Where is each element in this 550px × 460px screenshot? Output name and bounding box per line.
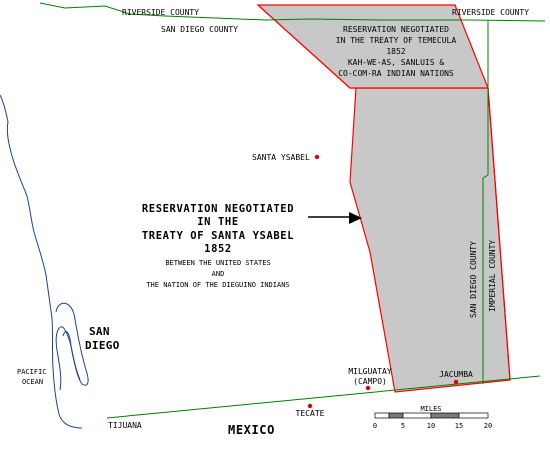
san-diego-county-vertical-label: SAN DIEGO COUNTY [469, 241, 478, 318]
tecate-label: TECATE [296, 409, 325, 418]
temecula-label-line1: RESERVATION NEGOTIATED [343, 25, 449, 34]
san-diego-bay-outline [55, 302, 89, 391]
jacumba-dot [453, 379, 459, 385]
scale-bar-segment-1 [374, 412, 390, 419]
temecula-label-line4: KAH-WE-AS, SANLUIS & [348, 58, 445, 67]
tecate-dot [307, 403, 313, 409]
riverside-county-line [39, 2, 546, 22]
temecula-label-line5: CO-COM-RA INDIAN NATIONS [338, 69, 454, 78]
main-label-line4: 1852 [204, 243, 232, 255]
tijuana-label: TIJUANA [108, 421, 142, 430]
pointer-arrow-head [349, 212, 362, 224]
riverside-county-top-label: RIVERSIDE COUNTY [122, 8, 199, 17]
coastline [0, 94, 83, 429]
scale-tick-5: 5 [401, 422, 405, 430]
temecula-label-line3: 1852 [386, 47, 405, 56]
coronado-outline [62, 331, 81, 381]
san-diego-city-label-1: SAN [89, 325, 110, 338]
main-label-line6: AND [212, 270, 225, 278]
san-diego-city-label-2: DIEGO [85, 339, 120, 352]
main-label-line1: RESERVATION NEGOTIATED [142, 203, 294, 215]
temecula-label-line2: IN THE TREATY OF TEMECULA [336, 36, 457, 45]
riverside-county-right-label: RIVERSIDE COUNTY [452, 8, 529, 17]
santa-ysabel-dot [314, 154, 320, 160]
san-diego-county-top-label: SAN DIEGO COUNTY [161, 25, 238, 34]
jacumba-label: JACUMBA [439, 370, 473, 379]
mexico-label: MEXICO [228, 423, 275, 437]
scale-tick-20: 20 [484, 422, 492, 430]
milguatay-label: MILGUATAY [348, 367, 392, 376]
scale-bar-segment-5 [458, 412, 489, 419]
scale-bar-segment-2 [388, 412, 404, 419]
imperial-county-line [482, 20, 489, 384]
ocean-label: OCEAN [22, 378, 43, 386]
milguatay-dot [365, 385, 371, 391]
scale-tick-0: 0 [373, 422, 377, 430]
main-label-line2: IN THE [197, 216, 239, 228]
scale-tick-10: 10 [427, 422, 435, 430]
imperial-county-vertical-label: IMPERIAL COUNTY [488, 240, 497, 312]
scale-tick-15: 15 [455, 422, 463, 430]
santa-ysabel-reservation-east-edge [487, 87, 511, 381]
pacific-label: PACIFIC [17, 368, 47, 376]
mexico-border [106, 375, 541, 419]
santa-ysabel-label: SANTA YSABEL [252, 153, 310, 162]
scale-bar-title: MILES [420, 405, 441, 413]
campo-label: (CAMPO) [353, 377, 387, 386]
main-label-line3: TREATY OF SANTA YSABEL [142, 230, 294, 242]
main-label-line5: BETWEEN THE UNITED STATES [165, 259, 270, 267]
scale-bar-segment-4 [430, 412, 460, 419]
main-label-line7: THE NATION OF THE DIEGUINO INDIANS [146, 281, 289, 289]
scale-bar-segment-3 [402, 412, 432, 419]
scale-bar: MILES 0 5 10 15 20 [373, 405, 492, 430]
